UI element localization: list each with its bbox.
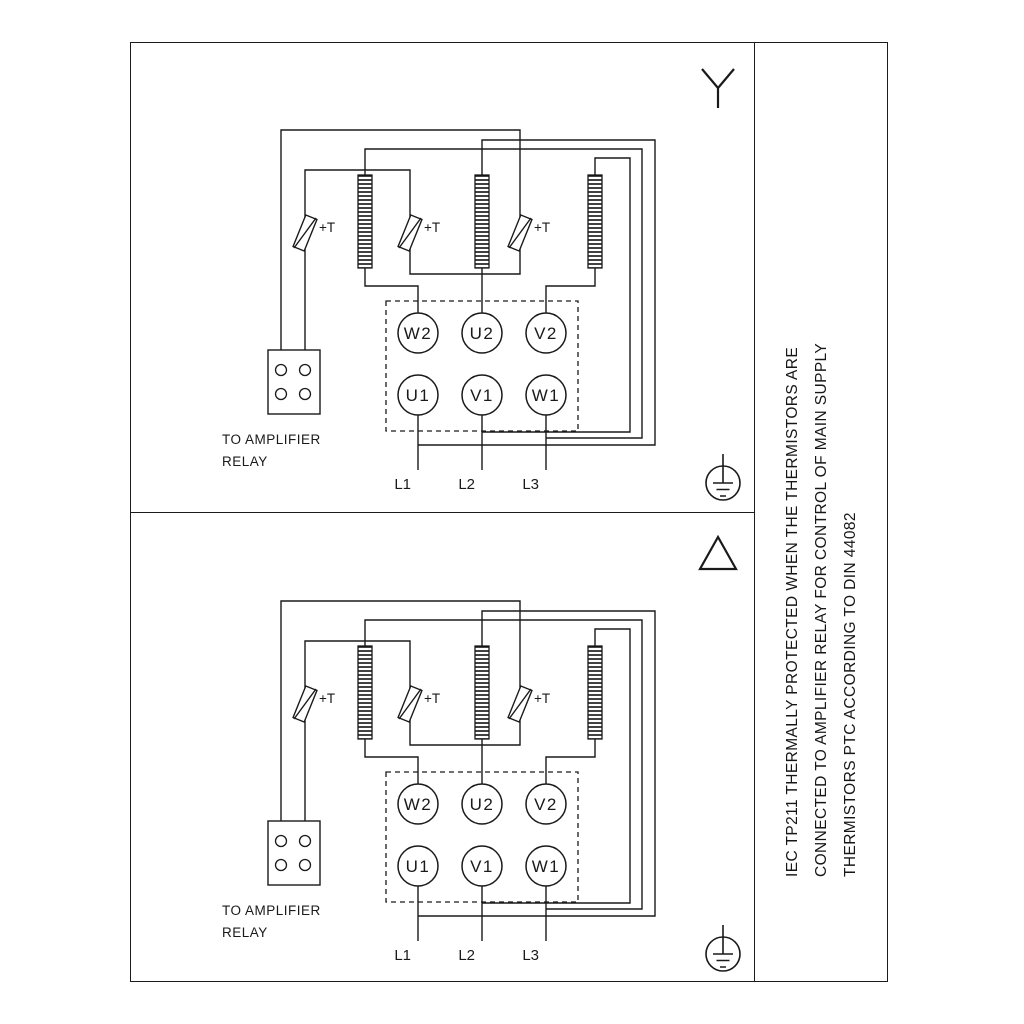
earth-ground-icon [705, 454, 741, 501]
terminal-label: V2 [534, 324, 558, 343]
relay-caption-line2: RELAY [222, 454, 268, 469]
terminal-U2 [461, 783, 503, 825]
terminal-board-outline [385, 300, 579, 432]
thermistor-label: +T [534, 691, 550, 706]
thermistor-label: +T [319, 220, 335, 235]
terminal-W1 [525, 374, 567, 416]
relay-terminal-box [267, 820, 321, 886]
thermistor-icon: +T [397, 214, 440, 252]
side-note-line-3: THERMISTORS PTC ACCORDING TO DIN 44082 [842, 512, 859, 877]
panel-delta-connection: +T +T +T W2 U2 V2 U1 V1 W1 L1 L2 L3 [222, 534, 741, 972]
terminal-V1 [461, 374, 503, 416]
terminal-board: W2 U2 V2 U1 V1 W1 [385, 300, 579, 432]
terminal-W1 [525, 845, 567, 887]
terminal-label: V1 [470, 857, 494, 876]
terminal-V2 [525, 312, 567, 354]
thermistor-icon: +T [292, 685, 335, 723]
relay-caption-line2: RELAY [222, 925, 268, 940]
motor-winding-group [357, 645, 603, 740]
relay-caption-line1: TO AMPLIFIER [222, 903, 321, 918]
diagram-outer-frame [130, 42, 888, 982]
vertical-divider [754, 43, 755, 981]
terminal-label: W1 [532, 857, 561, 876]
supply-label-L3: L3 [522, 947, 539, 964]
motor-winding-group [357, 174, 603, 269]
supply-label-L3: L3 [522, 476, 539, 493]
thermistor-icon: +T [292, 214, 335, 252]
terminal-label: W1 [532, 386, 561, 405]
thermistor-icon: +T [507, 685, 550, 723]
thermistor-label: +T [534, 220, 550, 235]
horizontal-divider [131, 512, 754, 513]
terminal-label: V1 [470, 386, 494, 405]
star-connection-icon [701, 68, 735, 108]
motor-winding [474, 645, 490, 740]
supply-line-labels: L1 L2 L3 [394, 476, 539, 493]
terminal-W2 [397, 312, 439, 354]
terminal-U2 [461, 312, 503, 354]
terminal-label: U2 [470, 324, 495, 343]
terminal-V1 [461, 845, 503, 887]
motor-winding [587, 645, 603, 740]
thermistor-label: +T [424, 220, 440, 235]
terminal-W2 [397, 783, 439, 825]
terminal-U1 [397, 374, 439, 416]
terminal-U1 [397, 845, 439, 887]
terminal-label: U2 [470, 795, 495, 814]
panel-star-connection: +T +T +T W2 U2 V2 U1 V1 W1 L1 L2 L3 [222, 68, 741, 501]
motor-winding [474, 174, 490, 269]
supply-label-L2: L2 [458, 947, 475, 964]
terminal-label: W2 [404, 324, 433, 343]
terminal-label: V2 [534, 795, 558, 814]
relay-caption-line1: TO AMPLIFIER [222, 432, 321, 447]
relay-terminal-box [267, 349, 321, 415]
delta-connection-icon [698, 534, 738, 571]
supply-label-L2: L2 [458, 476, 475, 493]
thermistor-label: +T [319, 691, 335, 706]
thermistor-group: +T +T +T [292, 685, 550, 723]
motor-winding [587, 174, 603, 269]
terminal-board: W2 U2 V2 U1 V1 W1 [385, 771, 579, 903]
supply-label-L1: L1 [394, 947, 411, 964]
terminal-label: W2 [404, 795, 433, 814]
motor-winding [357, 645, 373, 740]
earth-ground-icon [705, 925, 741, 972]
side-note-line-2: CONNECTED TO AMPLIFIER RELAY FOR CONTROL… [813, 342, 830, 877]
side-note: IEC TP211 THERMALLY PROTECTED WHEN THE T… [758, 42, 886, 982]
side-note-line-1: IEC TP211 THERMALLY PROTECTED WHEN THE T… [784, 346, 801, 877]
supply-line-labels: L1 L2 L3 [394, 947, 539, 964]
supply-label-L1: L1 [394, 476, 411, 493]
terminal-V2 [525, 783, 567, 825]
terminal-label: U1 [406, 386, 431, 405]
motor-winding [357, 174, 373, 269]
thermistor-label: +T [424, 691, 440, 706]
terminal-label: U1 [406, 857, 431, 876]
terminal-board-outline [385, 771, 579, 903]
thermistor-group: +T +T +T [292, 214, 550, 252]
thermistor-icon: +T [397, 685, 440, 723]
thermistor-icon: +T [507, 214, 550, 252]
